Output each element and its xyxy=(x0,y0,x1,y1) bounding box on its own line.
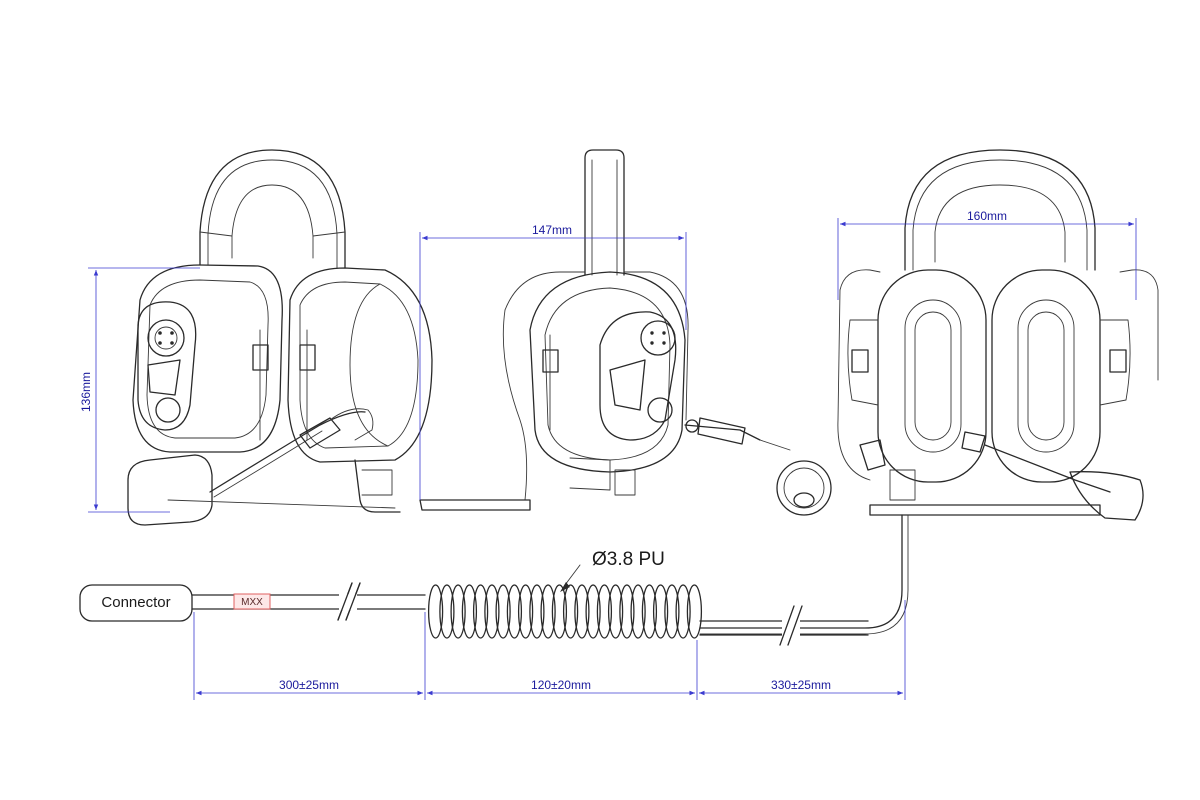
coil-loop xyxy=(439,584,455,639)
connector-label: Connector xyxy=(101,594,170,611)
coil-loop xyxy=(574,584,590,639)
coil-loop xyxy=(472,584,489,639)
labels: 136mm 147mm 160mm 300±25mm 120±20mm 330±… xyxy=(79,209,1007,692)
coil-loop xyxy=(495,584,511,639)
dim-147mm-label: 147mm xyxy=(532,223,572,237)
coil-loop xyxy=(562,584,579,639)
coil-loop xyxy=(686,584,703,639)
coil-loop xyxy=(619,584,635,639)
coil-loop xyxy=(529,584,545,639)
mxx-tag xyxy=(233,593,271,610)
side-view-headset xyxy=(419,149,832,516)
coil-loop xyxy=(630,584,646,639)
coil-loop xyxy=(427,584,444,639)
coil-loop xyxy=(450,584,466,639)
front-view-headset xyxy=(127,149,433,526)
dim-136mm-label: 136mm xyxy=(79,372,93,412)
coil-loop xyxy=(675,584,691,639)
coil-loop xyxy=(596,584,613,639)
dim-300mm-label: 300±25mm xyxy=(279,678,339,692)
coil-loop xyxy=(652,584,669,639)
cable-spec-label: Ø3.8 PU xyxy=(592,549,665,570)
dim-160mm-label: 160mm xyxy=(967,209,1007,223)
coil-loop xyxy=(664,584,680,639)
coil-loop xyxy=(607,584,624,639)
mxx-tag-label: MXX xyxy=(241,597,263,608)
connector-body xyxy=(79,584,193,622)
coil-loop xyxy=(517,584,534,639)
coiled-cable xyxy=(427,584,703,639)
dimension-lines xyxy=(88,218,1137,700)
coil-loop xyxy=(585,584,601,639)
coil-loop xyxy=(461,584,478,639)
dim-120mm-label: 120±20mm xyxy=(531,678,591,692)
coil-loop xyxy=(540,584,556,639)
cable-assembly xyxy=(79,564,869,646)
coil-loop xyxy=(506,584,523,639)
coil-loop xyxy=(641,584,658,639)
dim-330mm-label: 330±25mm xyxy=(771,678,831,692)
coil-loop xyxy=(484,584,500,639)
rear-view-headset xyxy=(699,149,1159,635)
coil-loop xyxy=(551,584,568,639)
